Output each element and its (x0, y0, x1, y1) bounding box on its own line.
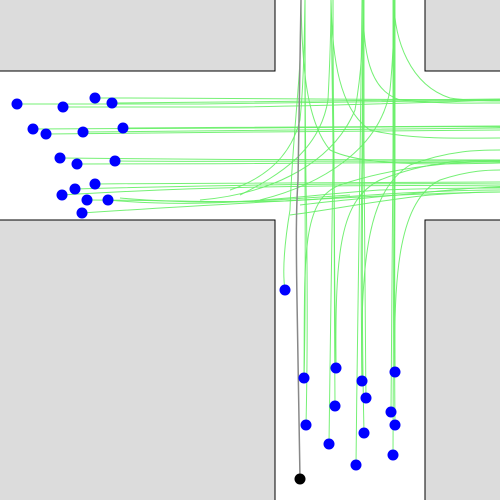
trajectory (363, 0, 367, 399)
agent-marker[interactable] (323, 438, 335, 450)
trajectory (328, 0, 334, 445)
agents-layer (11, 92, 401, 471)
agent-marker[interactable] (389, 366, 401, 378)
trajectory (394, 169, 500, 373)
agent-marker[interactable] (360, 392, 372, 404)
agent-marker[interactable] (69, 183, 81, 195)
trajectory (362, 0, 500, 104)
agent-marker[interactable] (329, 400, 341, 412)
trajectory (361, 0, 365, 434)
agent-marker[interactable] (11, 98, 23, 110)
trajectory (107, 187, 500, 204)
block-bottom-left (0, 219, 276, 500)
trajectory (361, 149, 500, 382)
agent-marker[interactable] (27, 123, 39, 135)
agent-marker[interactable] (358, 427, 370, 439)
agent-marker[interactable] (54, 152, 66, 164)
trajectory (304, 0, 308, 426)
trajectory (45, 129, 500, 135)
ego-vehicle-marker[interactable] (294, 473, 306, 485)
agent-marker[interactable] (330, 362, 342, 374)
trajectory (300, 0, 500, 165)
agent-marker[interactable] (387, 449, 399, 461)
agent-marker[interactable] (298, 372, 310, 384)
trajectory (299, 186, 500, 206)
agent-marker[interactable] (71, 158, 83, 170)
agent-marker[interactable] (300, 419, 312, 431)
block-top-left (0, 0, 276, 72)
trajectory (82, 127, 500, 133)
agent-marker[interactable] (77, 126, 89, 138)
agent-marker[interactable] (89, 92, 101, 104)
trajectory (119, 194, 351, 203)
agent-marker[interactable] (356, 375, 368, 387)
trajectory (283, 0, 302, 291)
trajectory (239, 0, 332, 196)
trajectory (259, 0, 395, 201)
agent-marker[interactable] (389, 419, 401, 431)
ego-trajectory (295, 0, 302, 480)
agent-marker[interactable] (279, 284, 291, 296)
trajectory (199, 0, 364, 201)
agent-marker[interactable] (106, 97, 118, 109)
trajectory (229, 0, 306, 191)
trajectory (122, 125, 500, 129)
trajectory (63, 99, 500, 108)
trajectory (303, 160, 500, 379)
agent-marker[interactable] (76, 207, 88, 219)
agent-marker[interactable] (385, 406, 397, 418)
agent-marker[interactable] (109, 155, 121, 167)
agent-marker[interactable] (117, 122, 129, 134)
agent-marker[interactable] (81, 194, 93, 206)
trajectory (61, 185, 500, 196)
agent-marker[interactable] (89, 178, 101, 190)
trajectory (74, 183, 500, 190)
agent-marker[interactable] (350, 459, 362, 471)
trajectory (393, 0, 500, 102)
trajectory (335, 159, 500, 369)
block-top-right (424, 0, 500, 72)
block-bottom-right (424, 219, 500, 500)
trajectory (330, 0, 500, 139)
agent-marker[interactable] (40, 128, 52, 140)
trajectory (289, 191, 500, 216)
agent-marker[interactable] (102, 194, 114, 206)
agent-marker[interactable] (56, 189, 68, 201)
agent-marker[interactable] (57, 101, 69, 113)
